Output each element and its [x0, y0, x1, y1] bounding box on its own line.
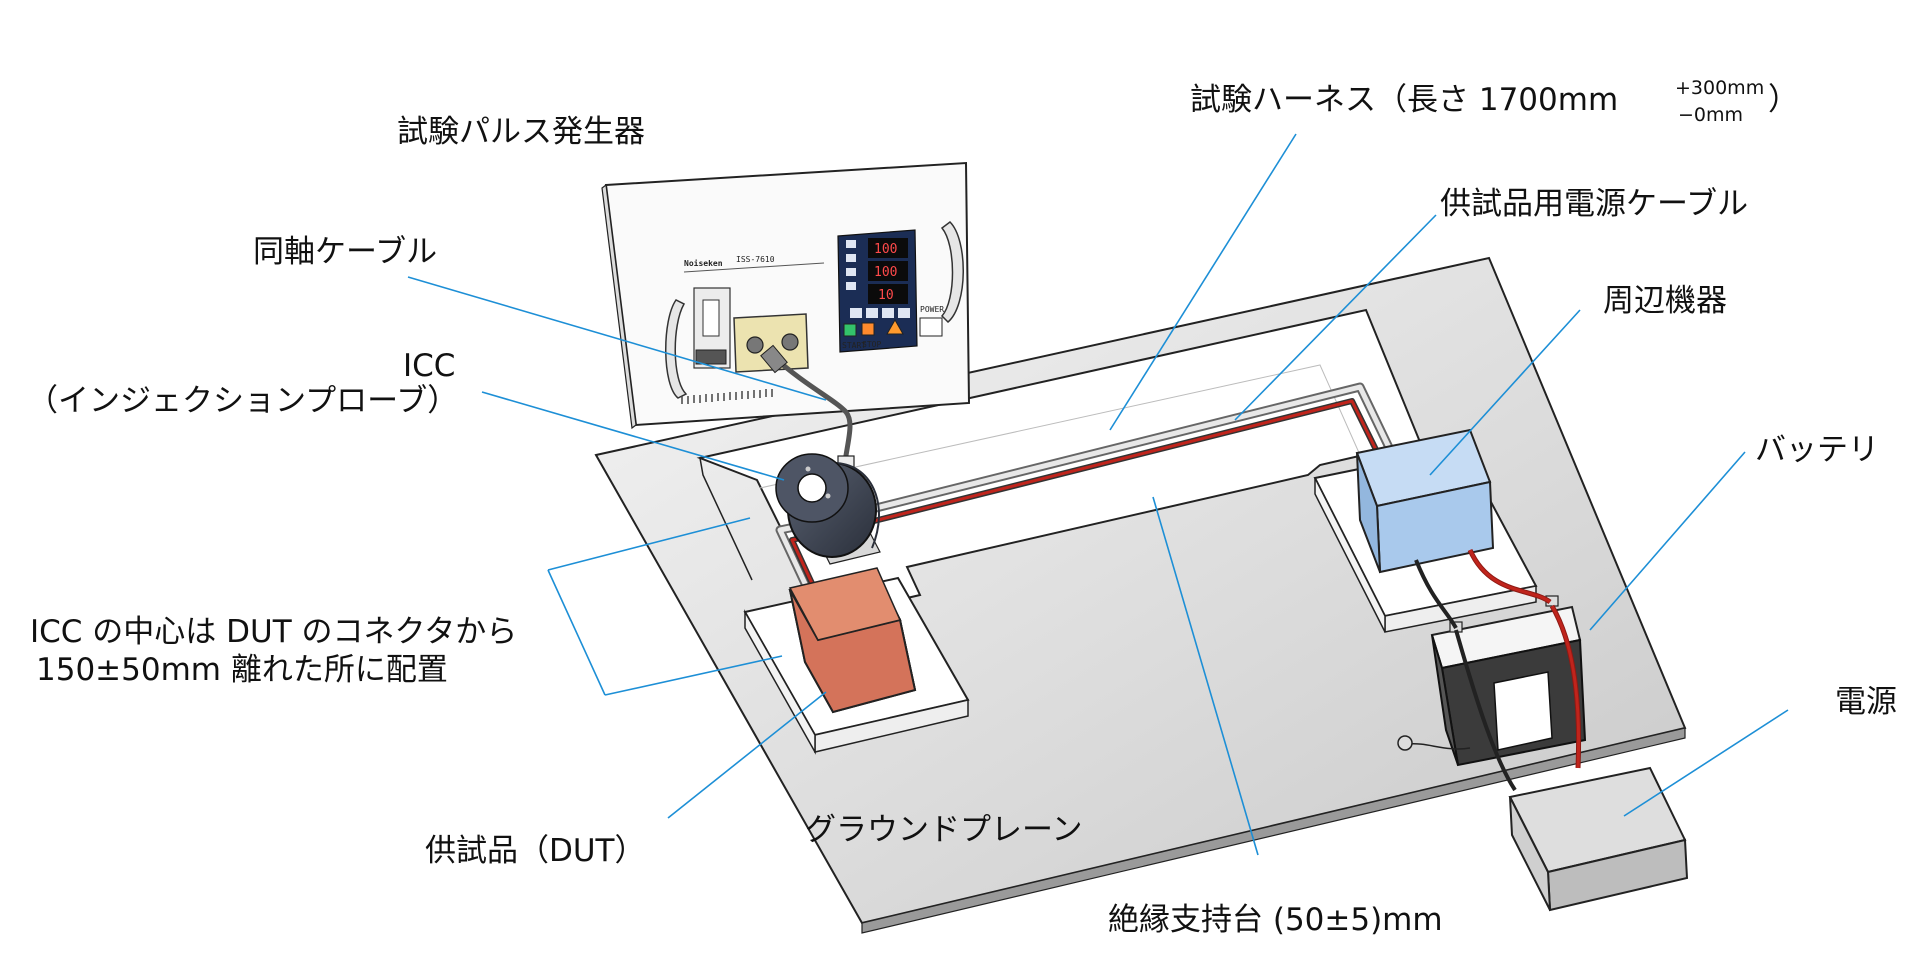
label-dut-power-cable: 供試品用電源ケーブル	[1440, 186, 1748, 222]
display-readout-1: 100	[874, 242, 897, 257]
warning-icon	[886, 318, 904, 335]
label-icc-position-1: ICC の中心は DUT のコネクタから	[30, 614, 517, 650]
icc-probe	[775, 453, 881, 565]
label-ground-plane: グラウンドプレーン	[805, 812, 1082, 848]
device-model: ISS-7610	[736, 255, 775, 264]
stop-button-icon	[861, 322, 875, 336]
start-label: START	[842, 341, 866, 350]
label-dut: 供試品（DUT）	[425, 833, 646, 869]
power-supply-box	[1508, 766, 1689, 912]
power-switch-icon	[919, 317, 943, 337]
stop-label: STOP	[862, 340, 881, 349]
label-icc-position-2: 150±50mm 離れた所に配置	[36, 652, 448, 688]
label-peripheral: 周辺機器	[1603, 283, 1727, 319]
label-harness-tol-plus: +300mm	[1675, 77, 1764, 99]
label-battery: バッテリ	[1755, 432, 1879, 468]
pulse-generator: Noiseken ISS-7610 100 100 10 S	[601, 161, 971, 430]
label-insulating-support: 絶縁支持台 (50±5)mm	[1108, 902, 1443, 938]
battery	[1397, 595, 1587, 767]
power-label: POWER	[920, 305, 944, 314]
label-power-supply: 電源	[1835, 684, 1897, 720]
label-harness-suffix: ）	[1768, 82, 1799, 118]
leader-lines	[407, 133, 1789, 856]
label-harness: 試験ハーネス（長さ 1700mm	[1190, 82, 1618, 118]
display-readout-3: 10	[878, 288, 894, 303]
power-cables	[1414, 548, 1582, 792]
label-icc: ICC	[403, 348, 455, 384]
device-brand: Noiseken	[684, 258, 723, 268]
start-button-icon	[843, 323, 857, 337]
device-control-panel: 100 100 10	[837, 229, 918, 353]
display-readout-2: 100	[874, 265, 897, 280]
ventilation-slots	[681, 389, 773, 404]
label-coax-cable: 同軸ケーブル	[253, 234, 437, 270]
label-harness-tol-minus: −0mm	[1678, 104, 1743, 126]
peripheral-box	[1355, 428, 1495, 574]
dut-box	[788, 567, 917, 714]
label-icc-sub: （インジェクションプローブ）	[27, 383, 458, 419]
label-pulse-generator: 試験パルス発生器	[397, 114, 645, 150]
